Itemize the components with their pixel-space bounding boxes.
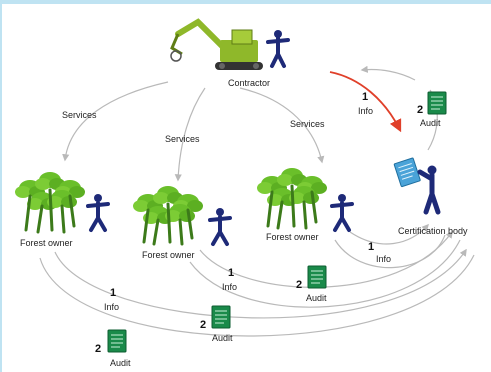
right-audit-number: 2 bbox=[296, 279, 302, 291]
cert-to-contractor-arrow bbox=[360, 65, 416, 81]
left-info-label: Info bbox=[104, 302, 119, 312]
forest-owner-label-middle: Forest owner bbox=[142, 250, 195, 260]
services-arrow-right bbox=[239, 87, 325, 164]
left-audit-label: Audit bbox=[110, 358, 131, 368]
contractor-audit-label: Audit bbox=[420, 118, 441, 128]
services-label-middle: Services bbox=[165, 134, 200, 144]
contractor-label: Contractor bbox=[228, 78, 270, 88]
contractor-info-label: Info bbox=[358, 106, 373, 116]
left-audit-number: 2 bbox=[95, 343, 101, 355]
right-info-number: 1 bbox=[368, 241, 374, 253]
right-info-arc bbox=[349, 223, 429, 245]
tree-cluster-icon-middle bbox=[133, 186, 203, 246]
side-rule bbox=[0, 4, 2, 372]
forest-owner-person-icon-left bbox=[86, 194, 110, 232]
document-icon bbox=[427, 91, 447, 115]
document-icon-middle bbox=[211, 305, 231, 329]
excavator-icon bbox=[170, 18, 263, 70]
middle-info-number: 1 bbox=[228, 267, 234, 279]
middle-audit-arc bbox=[189, 239, 461, 308]
forest-owner-person-icon-middle bbox=[208, 208, 232, 246]
certification-person-icon bbox=[417, 165, 441, 215]
right-info-label: Info bbox=[376, 254, 391, 264]
certification-body-label: Certification body bbox=[398, 226, 468, 236]
contractor-person-icon bbox=[266, 30, 290, 68]
middle-audit-number: 2 bbox=[200, 319, 206, 331]
middle-info-label: Info bbox=[222, 282, 237, 292]
contractor-info-arrow bbox=[329, 71, 402, 133]
tree-cluster-icon-left bbox=[15, 172, 85, 234]
left-audit-arc bbox=[39, 254, 475, 337]
services-label-left: Services bbox=[62, 110, 97, 120]
services-arrow-middle bbox=[174, 87, 206, 182]
document-icon-right bbox=[307, 265, 327, 289]
tree-cluster-icon-right bbox=[257, 168, 327, 230]
middle-audit-label: Audit bbox=[212, 333, 233, 343]
report-icon bbox=[393, 157, 421, 188]
contractor-audit-number: 2 bbox=[417, 104, 423, 116]
forest-owner-label-right: Forest owner bbox=[266, 232, 319, 242]
right-audit-arc bbox=[334, 234, 446, 269]
services-arrow-left bbox=[62, 81, 169, 162]
left-info-arc bbox=[54, 248, 467, 319]
top-rule bbox=[0, 0, 491, 4]
services-label-right: Services bbox=[290, 119, 325, 129]
left-info-number: 1 bbox=[110, 287, 116, 299]
forest-owner-person-icon-right bbox=[330, 194, 354, 232]
document-icon-left bbox=[107, 329, 127, 353]
contractor-info-number: 1 bbox=[362, 91, 368, 103]
right-audit-label: Audit bbox=[306, 293, 327, 303]
forest-owner-label-left: Forest owner bbox=[20, 238, 73, 248]
